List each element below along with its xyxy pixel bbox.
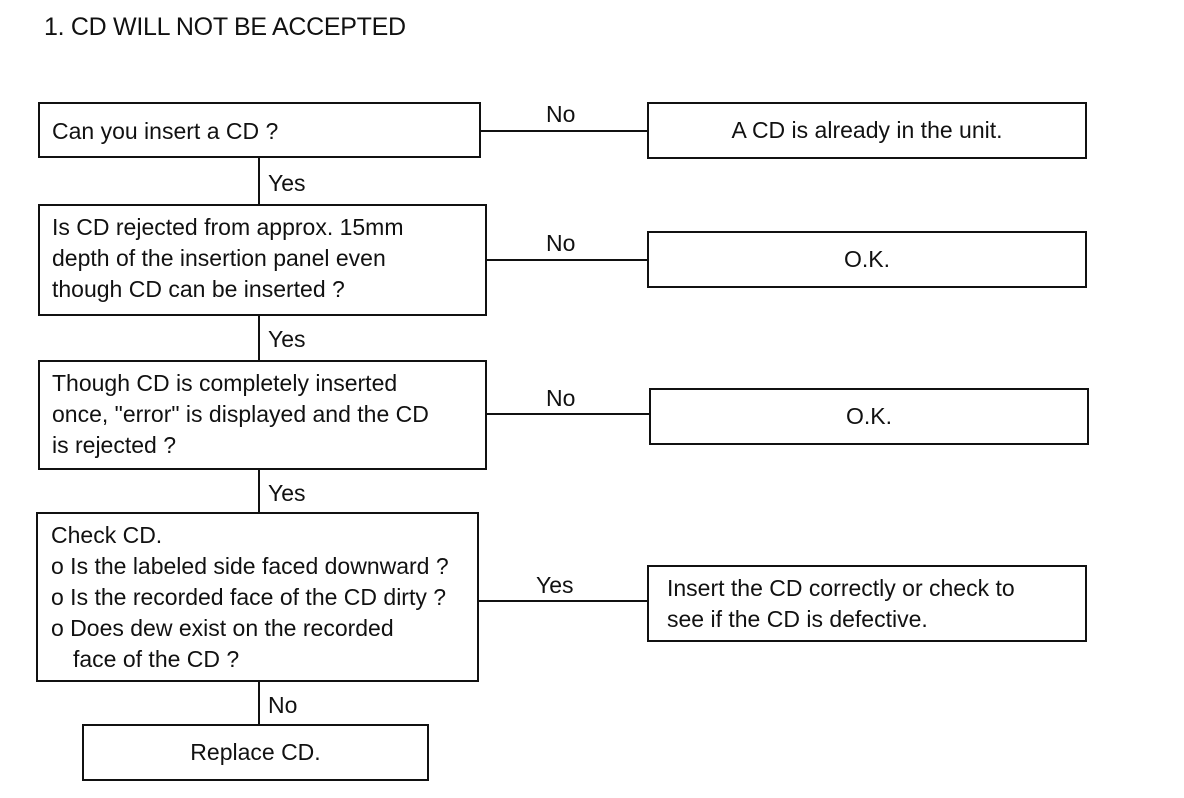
decision-text: though CD can be inserted ? [52,276,345,302]
connector-no-1 [481,130,649,132]
connector-yes-1 [258,158,260,204]
branch-label-no-1: No [546,101,576,127]
decision-text: depth of the insertion panel even [52,245,386,271]
result-box-cd-in-unit: A CD is already in the unit. [647,102,1087,159]
result-box-ok-2: O.K. [649,388,1089,445]
connector-yes-2 [258,316,260,360]
decision-text: is rejected ? [52,432,177,458]
branch-label-no-2: No [546,230,576,256]
decision-text: Though CD is completely inserted [52,370,398,396]
page-title: 1. CD WILL NOT BE ACCEPTED [44,13,406,41]
decision-text: Check CD. [51,522,163,548]
decision-text: Is CD rejected from approx. 15mm [52,214,404,240]
decision-box-error-displayed: Though CD is completely inserted once, "… [38,360,487,470]
final-box-replace-cd: Replace CD. [82,724,429,781]
connector-yes-3 [258,470,260,512]
branch-label-yes-1: Yes [268,170,306,196]
connector-no-3 [487,413,651,415]
result-box-insert-correctly: Insert the CD correctly or check to see … [647,565,1087,642]
decision-text: once, "error" is displayed and the CD [52,401,429,427]
decision-text: o Does dew exist on the recorded [51,615,394,641]
branch-label-yes-4: Yes [536,572,574,598]
decision-box-check-cd: Check CD. o Is the labeled side faced do… [36,512,479,682]
connector-yes-4 [479,600,649,602]
decision-text: o Is the recorded face of the CD dirty ? [51,584,447,610]
result-text: O.K. [845,403,892,429]
final-text: Replace CD. [190,739,321,765]
result-text: Insert the CD correctly or check to [667,574,1015,601]
result-text: O.K. [843,246,890,272]
branch-label-yes-2: Yes [268,326,306,352]
branch-label-no-3: No [546,385,576,411]
decision-text: face of the CD ? [73,646,240,672]
result-text-block: Insert the CD correctly or check to see … [667,573,1015,635]
result-box-ok-1: O.K. [647,231,1087,288]
connector-no-4 [258,682,260,724]
decision-box-rejected-15mm: Is CD rejected from approx. 15mm depth o… [38,204,487,316]
branch-label-yes-3: Yes [268,480,306,506]
decision-text: Can you insert a CD ? [52,118,279,144]
decision-box-insert-cd: Can you insert a CD ? [38,102,481,158]
decision-text: o Is the labeled side faced downward ? [51,553,449,579]
result-text: A CD is already in the unit. [731,117,1003,143]
branch-label-no-4: No [268,692,298,718]
connector-no-2 [487,259,649,261]
result-text: see if the CD is defective. [667,605,928,632]
